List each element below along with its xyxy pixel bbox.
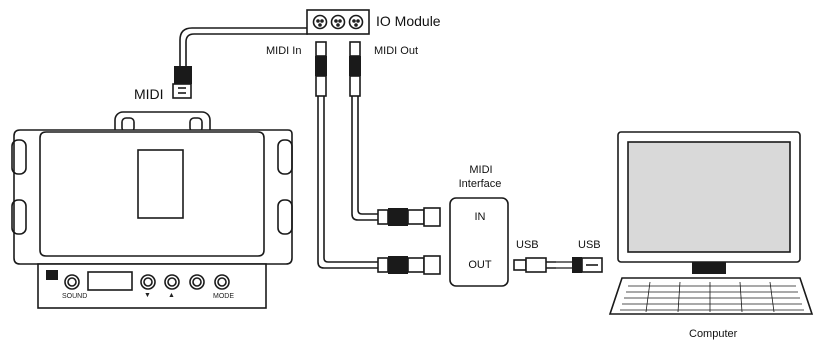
interface-title-line1: MIDI: [469, 164, 493, 176]
midi-out-label: MIDI Out: [374, 45, 419, 57]
midi-out-cable: [349, 41, 441, 227]
device-midi-label: MIDI: [134, 86, 164, 102]
usb-label-right: USB: [578, 239, 601, 251]
io-module-label: IO Module: [376, 13, 441, 29]
interface-port-in: IN: [474, 211, 486, 223]
interface-title-line2: Interface: [458, 178, 502, 190]
midi-in-label: MIDI In: [266, 45, 302, 57]
usb-label-left: USB: [516, 239, 539, 251]
device-down-label: ▼: [144, 292, 151, 299]
interface-port-out: OUT: [468, 259, 492, 271]
device-sound-label: SOUND: [62, 293, 88, 300]
device-mode-label: MODE: [213, 293, 234, 300]
usb-cable: [513, 257, 603, 273]
device-illustration: [11, 111, 293, 309]
io-module-illustration: [306, 9, 370, 35]
computer-label: Computer: [689, 328, 738, 340]
device-up-label: ▲: [168, 292, 175, 299]
computer-illustration: [608, 131, 814, 315]
midi-interface-box: [449, 197, 509, 287]
device-midi-cable: [172, 27, 308, 99]
midi-in-cable: [315, 41, 441, 275]
